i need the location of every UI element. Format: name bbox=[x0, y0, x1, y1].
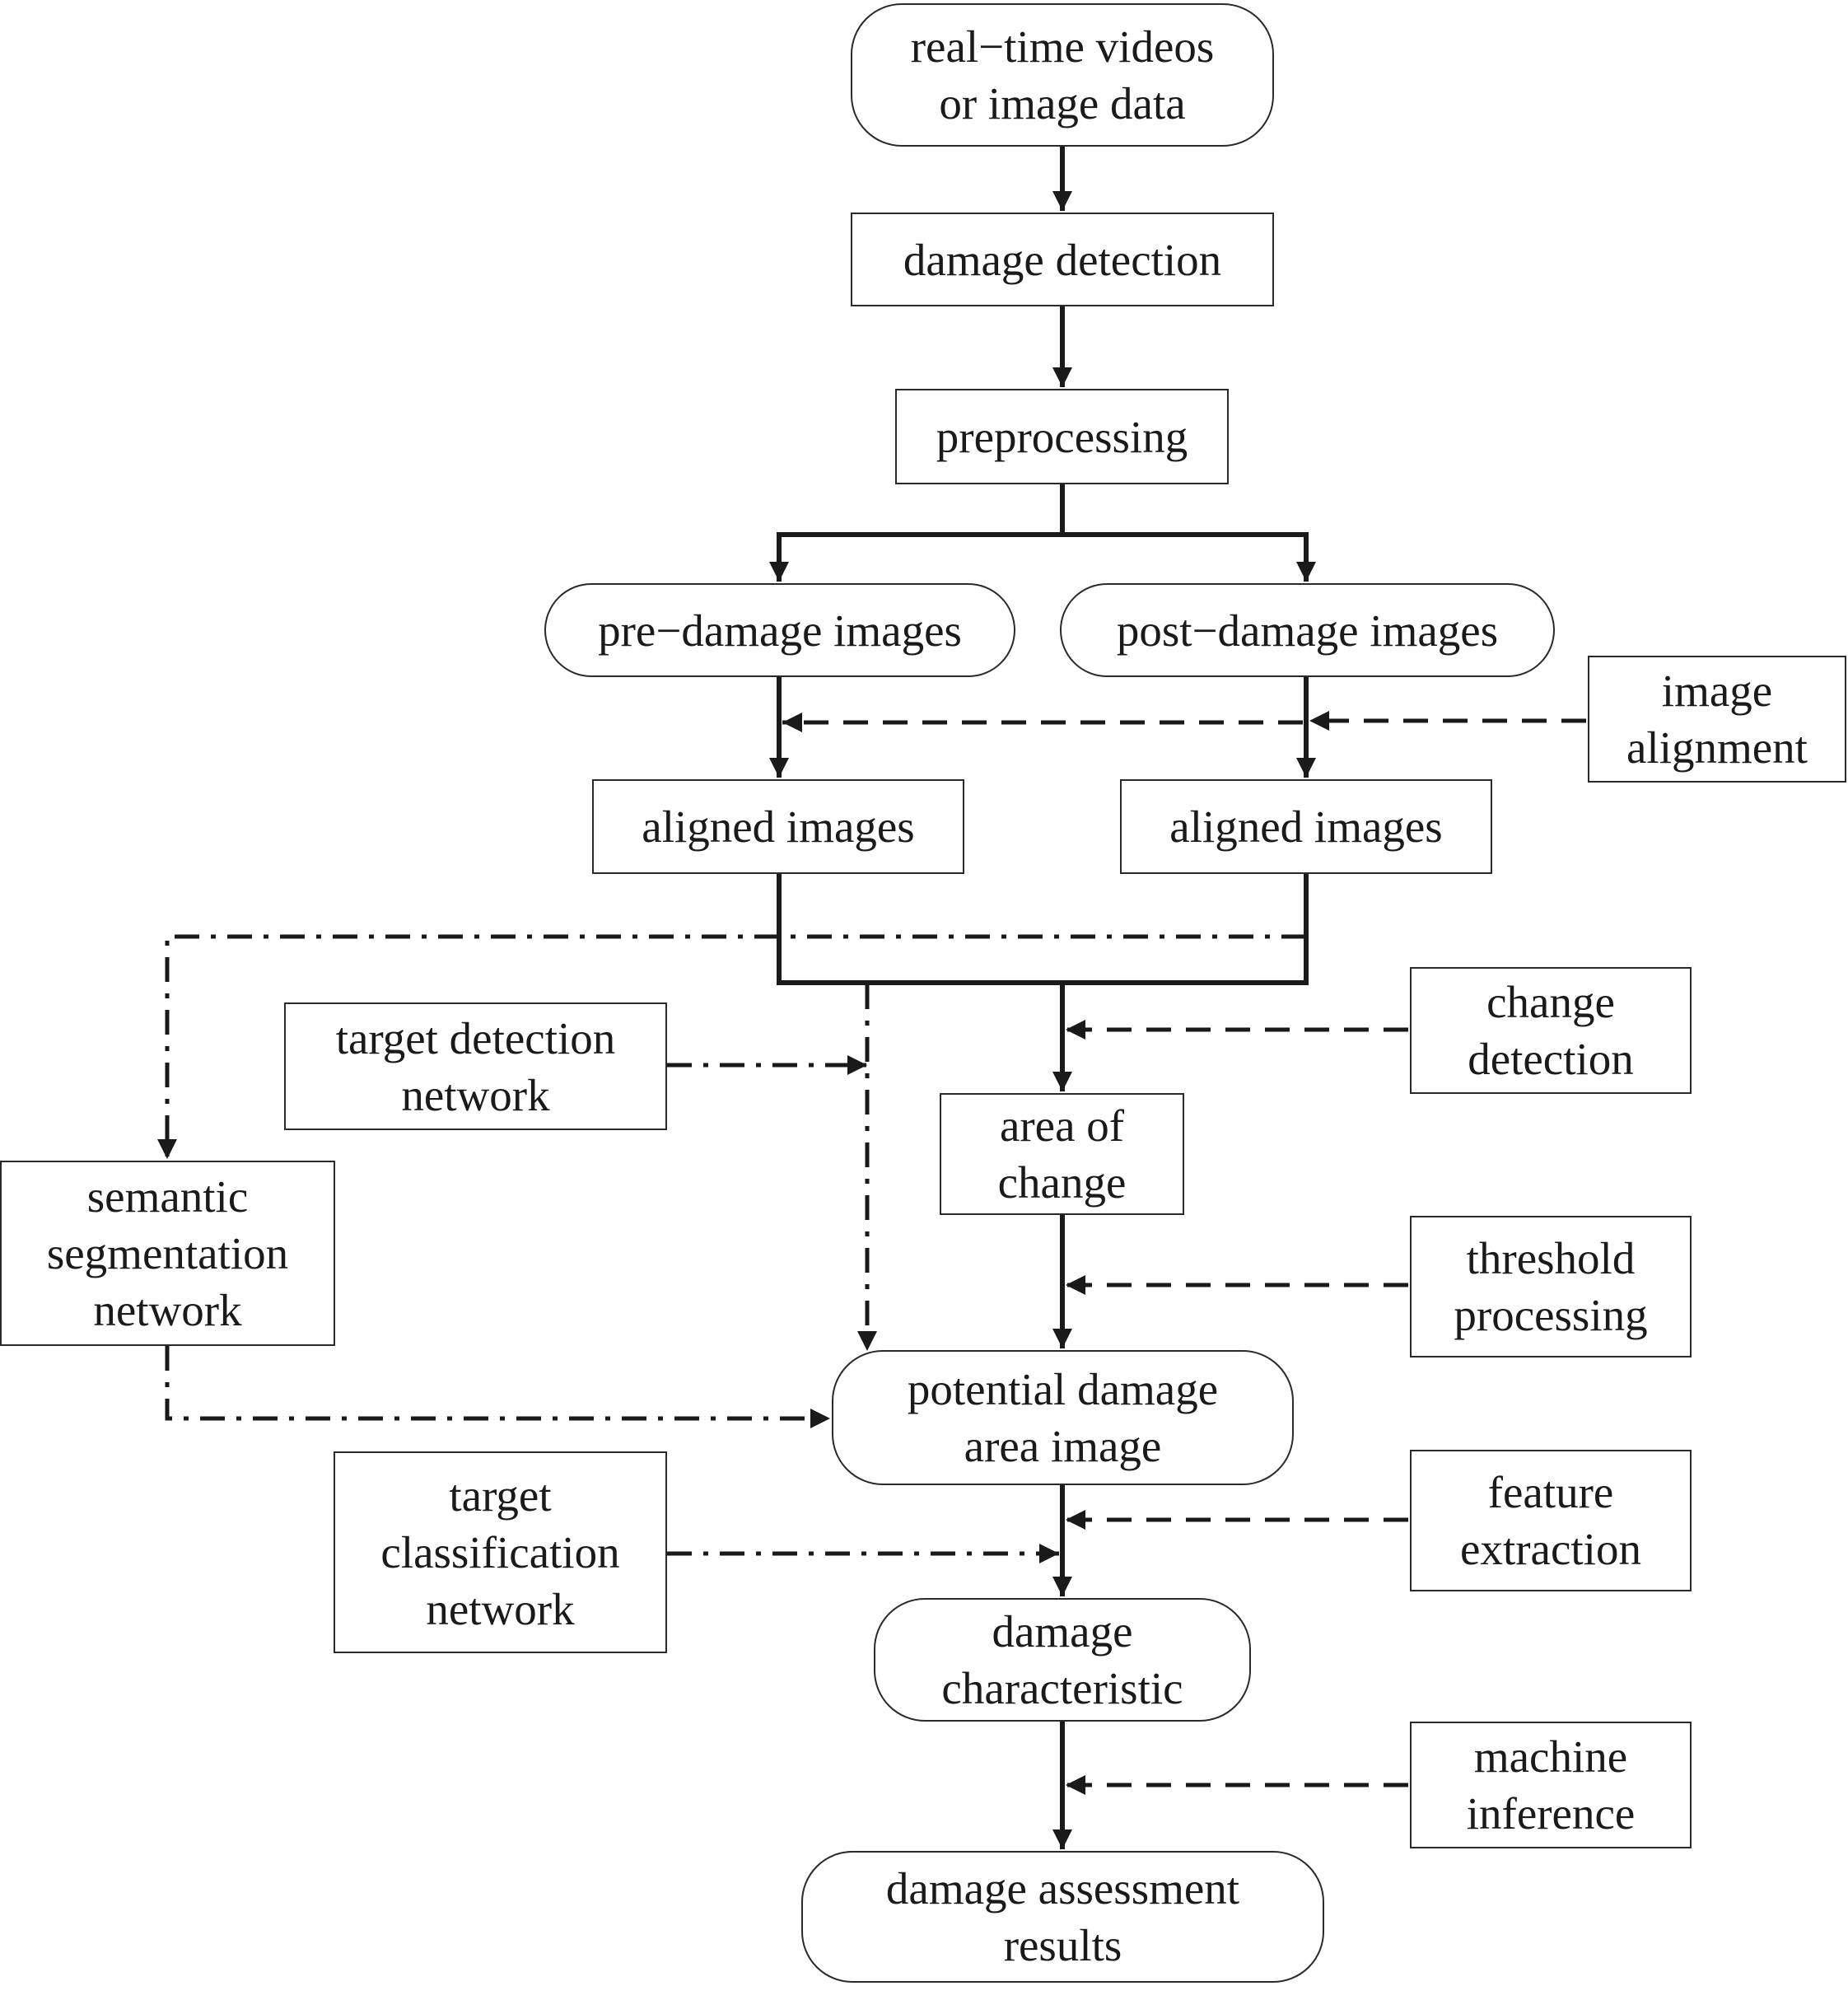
node-text-line: image bbox=[1661, 666, 1773, 716]
node-text-line: target detection bbox=[335, 1012, 616, 1063]
node-aligned-images-pre: aligned images bbox=[592, 779, 964, 874]
node-text-line: threshold bbox=[1466, 1233, 1636, 1283]
node-text-line: classification bbox=[380, 1527, 620, 1577]
node-semantic-segmentation-network: semantic segmentation network bbox=[0, 1161, 335, 1346]
node-text-line: real−time videos bbox=[910, 21, 1215, 72]
node-text-line: potential damage bbox=[907, 1364, 1219, 1414]
node-text-line: machine bbox=[1473, 1731, 1628, 1782]
node-text-line: detection bbox=[1468, 1034, 1634, 1084]
node-text-line: damage detection bbox=[903, 234, 1222, 285]
node-text-line: area image bbox=[964, 1421, 1162, 1471]
node-damage-detection: damage detection bbox=[851, 213, 1274, 306]
node-threshold-processing: threshold processing bbox=[1410, 1216, 1692, 1357]
node-potential-damage-area-image: potential damage area image bbox=[832, 1350, 1294, 1485]
edge-aligned-merge bbox=[777, 874, 1309, 985]
node-text-line: processing bbox=[1454, 1290, 1648, 1340]
node-text-line: area of bbox=[999, 1100, 1125, 1151]
edge-split-bar bbox=[777, 532, 1309, 581]
node-text-line: preprocessing bbox=[936, 411, 1188, 462]
node-area-of-change: area of change bbox=[940, 1093, 1184, 1215]
node-preprocessing: preprocessing bbox=[895, 389, 1229, 484]
node-realtime-videos: real−time videos or image data bbox=[851, 3, 1274, 147]
node-text-line: characteristic bbox=[941, 1663, 1183, 1713]
node-text-line: results bbox=[1003, 1920, 1122, 1970]
node-text-line: pre−damage images bbox=[598, 605, 962, 656]
node-text-line: feature bbox=[1487, 1467, 1614, 1517]
node-aligned-images-post: aligned images bbox=[1120, 779, 1492, 874]
node-machine-inference: machine inference bbox=[1410, 1722, 1692, 1848]
node-text-line: change bbox=[1486, 977, 1615, 1027]
node-text-line: post−damage images bbox=[1116, 605, 1499, 656]
node-text-line: change bbox=[997, 1157, 1127, 1208]
node-text-line: alignment bbox=[1626, 722, 1808, 773]
node-text-line: segmentation bbox=[46, 1228, 289, 1278]
node-text-line: semantic bbox=[86, 1171, 249, 1222]
node-image-alignment: image alignment bbox=[1588, 656, 1846, 783]
node-feature-extraction: feature extraction bbox=[1410, 1450, 1692, 1591]
node-damage-assessment-results: damage assessment results bbox=[801, 1851, 1324, 1983]
edge-semantic-to-potential bbox=[165, 1346, 830, 1428]
node-text-line: network bbox=[426, 1584, 575, 1634]
node-text-line: damage assessment bbox=[885, 1863, 1240, 1914]
node-change-detection: change detection bbox=[1410, 967, 1692, 1094]
node-text-line: inference bbox=[1466, 1788, 1636, 1839]
node-text-line: extraction bbox=[1460, 1524, 1641, 1574]
node-text-line: network bbox=[93, 1285, 242, 1335]
node-text-line: target bbox=[449, 1470, 552, 1521]
edge-aligned-to-semantic bbox=[157, 934, 1306, 1159]
node-text-line: aligned images bbox=[1169, 801, 1443, 852]
node-pre-damage-images: pre−damage images bbox=[544, 583, 1015, 677]
node-post-damage-images: post−damage images bbox=[1060, 583, 1555, 677]
node-target-detection-network: target detection network bbox=[284, 1002, 667, 1130]
node-damage-characteristic: damage characteristic bbox=[874, 1598, 1251, 1722]
node-text-line: damage bbox=[992, 1606, 1133, 1657]
node-text-line: or image data bbox=[939, 78, 1186, 129]
node-text-line: network bbox=[401, 1069, 550, 1120]
node-text-line: aligned images bbox=[642, 801, 915, 852]
node-target-classification-network: target classification network bbox=[334, 1451, 667, 1653]
